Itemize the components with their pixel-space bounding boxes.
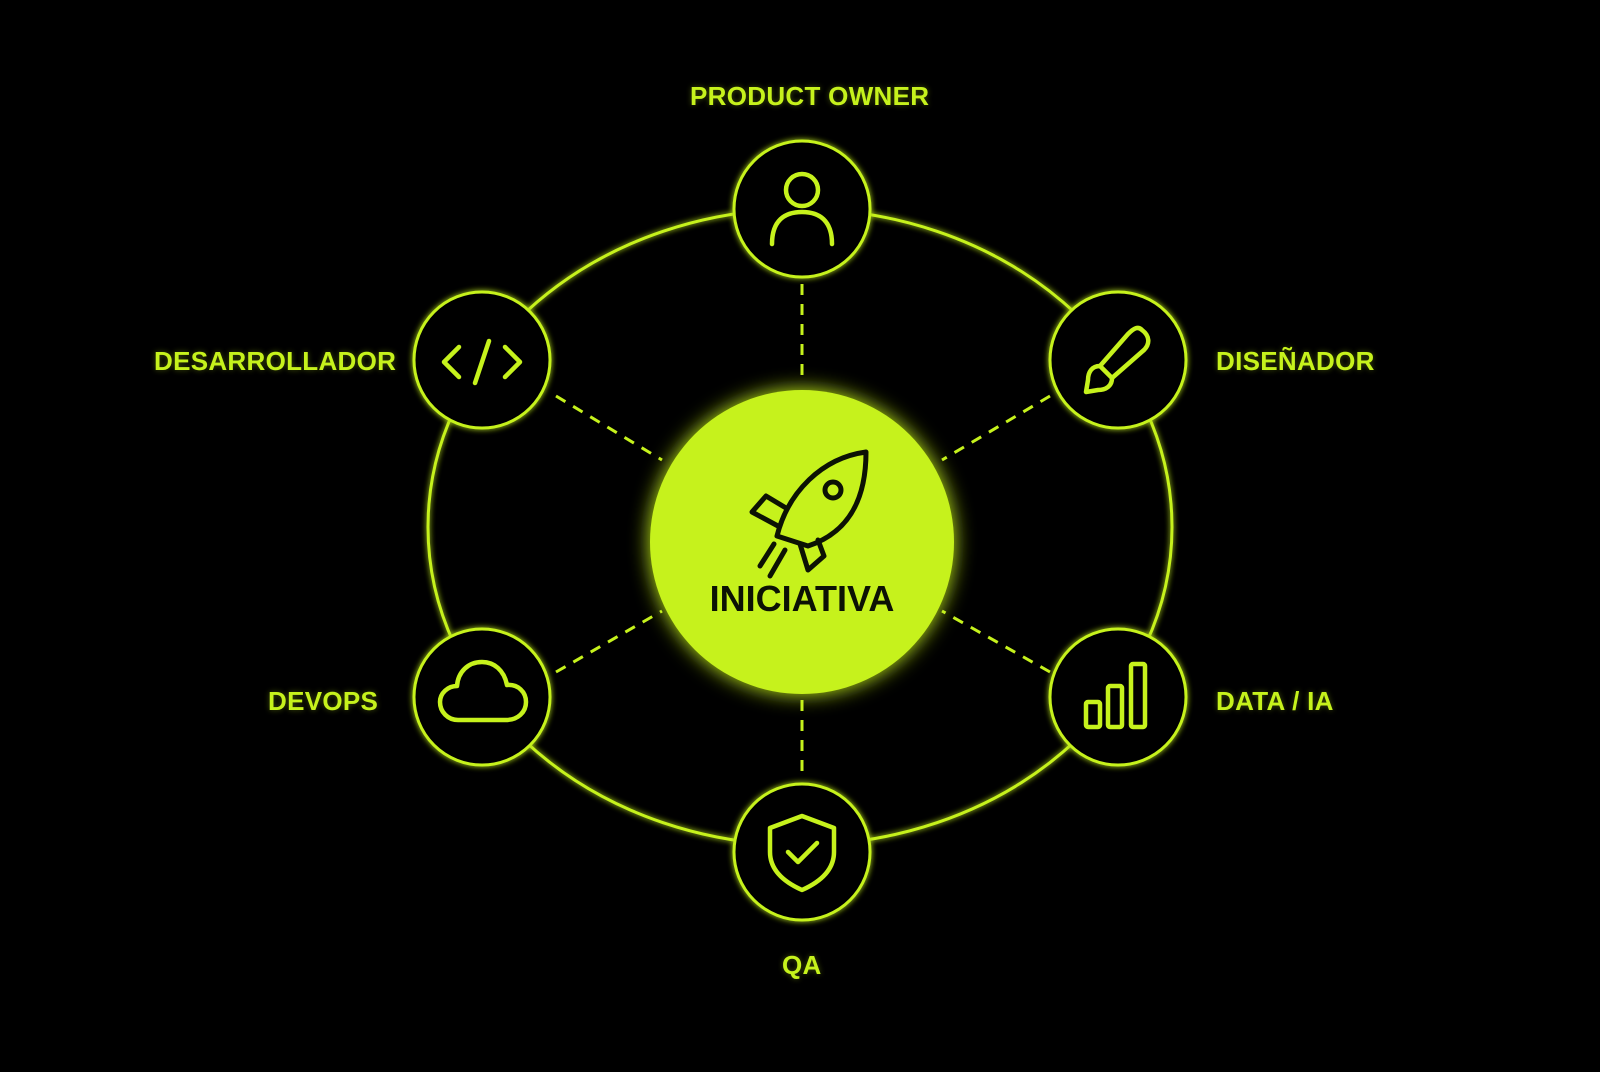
node-ring-data-ia xyxy=(1048,627,1188,767)
node-qa xyxy=(732,782,872,922)
node-desarrollador xyxy=(412,290,552,430)
node-ring-qa xyxy=(732,782,872,922)
node-disenador xyxy=(1048,290,1188,430)
connector-disenador xyxy=(941,394,1051,462)
shield-check-icon xyxy=(767,813,837,893)
node-ring-product-owner xyxy=(732,139,872,279)
center-label: INICIATIVA xyxy=(710,578,895,619)
label-qa: QA xyxy=(782,950,822,980)
label-devops: DEVOPS xyxy=(268,686,379,716)
bar-chart-icon xyxy=(1083,661,1148,730)
node-product-owner xyxy=(732,139,872,279)
code-icon xyxy=(441,338,523,386)
node-ring-disenador xyxy=(1048,290,1188,430)
paintbrush-icon xyxy=(1083,325,1151,395)
node-devops xyxy=(412,627,552,767)
label-product-owner: PRODUCT OWNER xyxy=(690,81,930,111)
label-data-ia: DATA / IA xyxy=(1216,686,1334,716)
connector-devops xyxy=(555,609,663,674)
cloud-icon xyxy=(437,659,529,723)
connector-data-ia xyxy=(941,609,1051,674)
node-ring-devops xyxy=(412,627,552,767)
label-desarrollador: DESARROLLADOR xyxy=(154,346,397,376)
connector-desarrollador xyxy=(555,394,663,462)
user-icon xyxy=(769,171,835,247)
connectors xyxy=(555,284,1051,772)
node-data-ia xyxy=(1048,627,1188,767)
label-disenador: DISEÑADOR xyxy=(1216,346,1375,376)
rocket-icon xyxy=(749,449,869,579)
